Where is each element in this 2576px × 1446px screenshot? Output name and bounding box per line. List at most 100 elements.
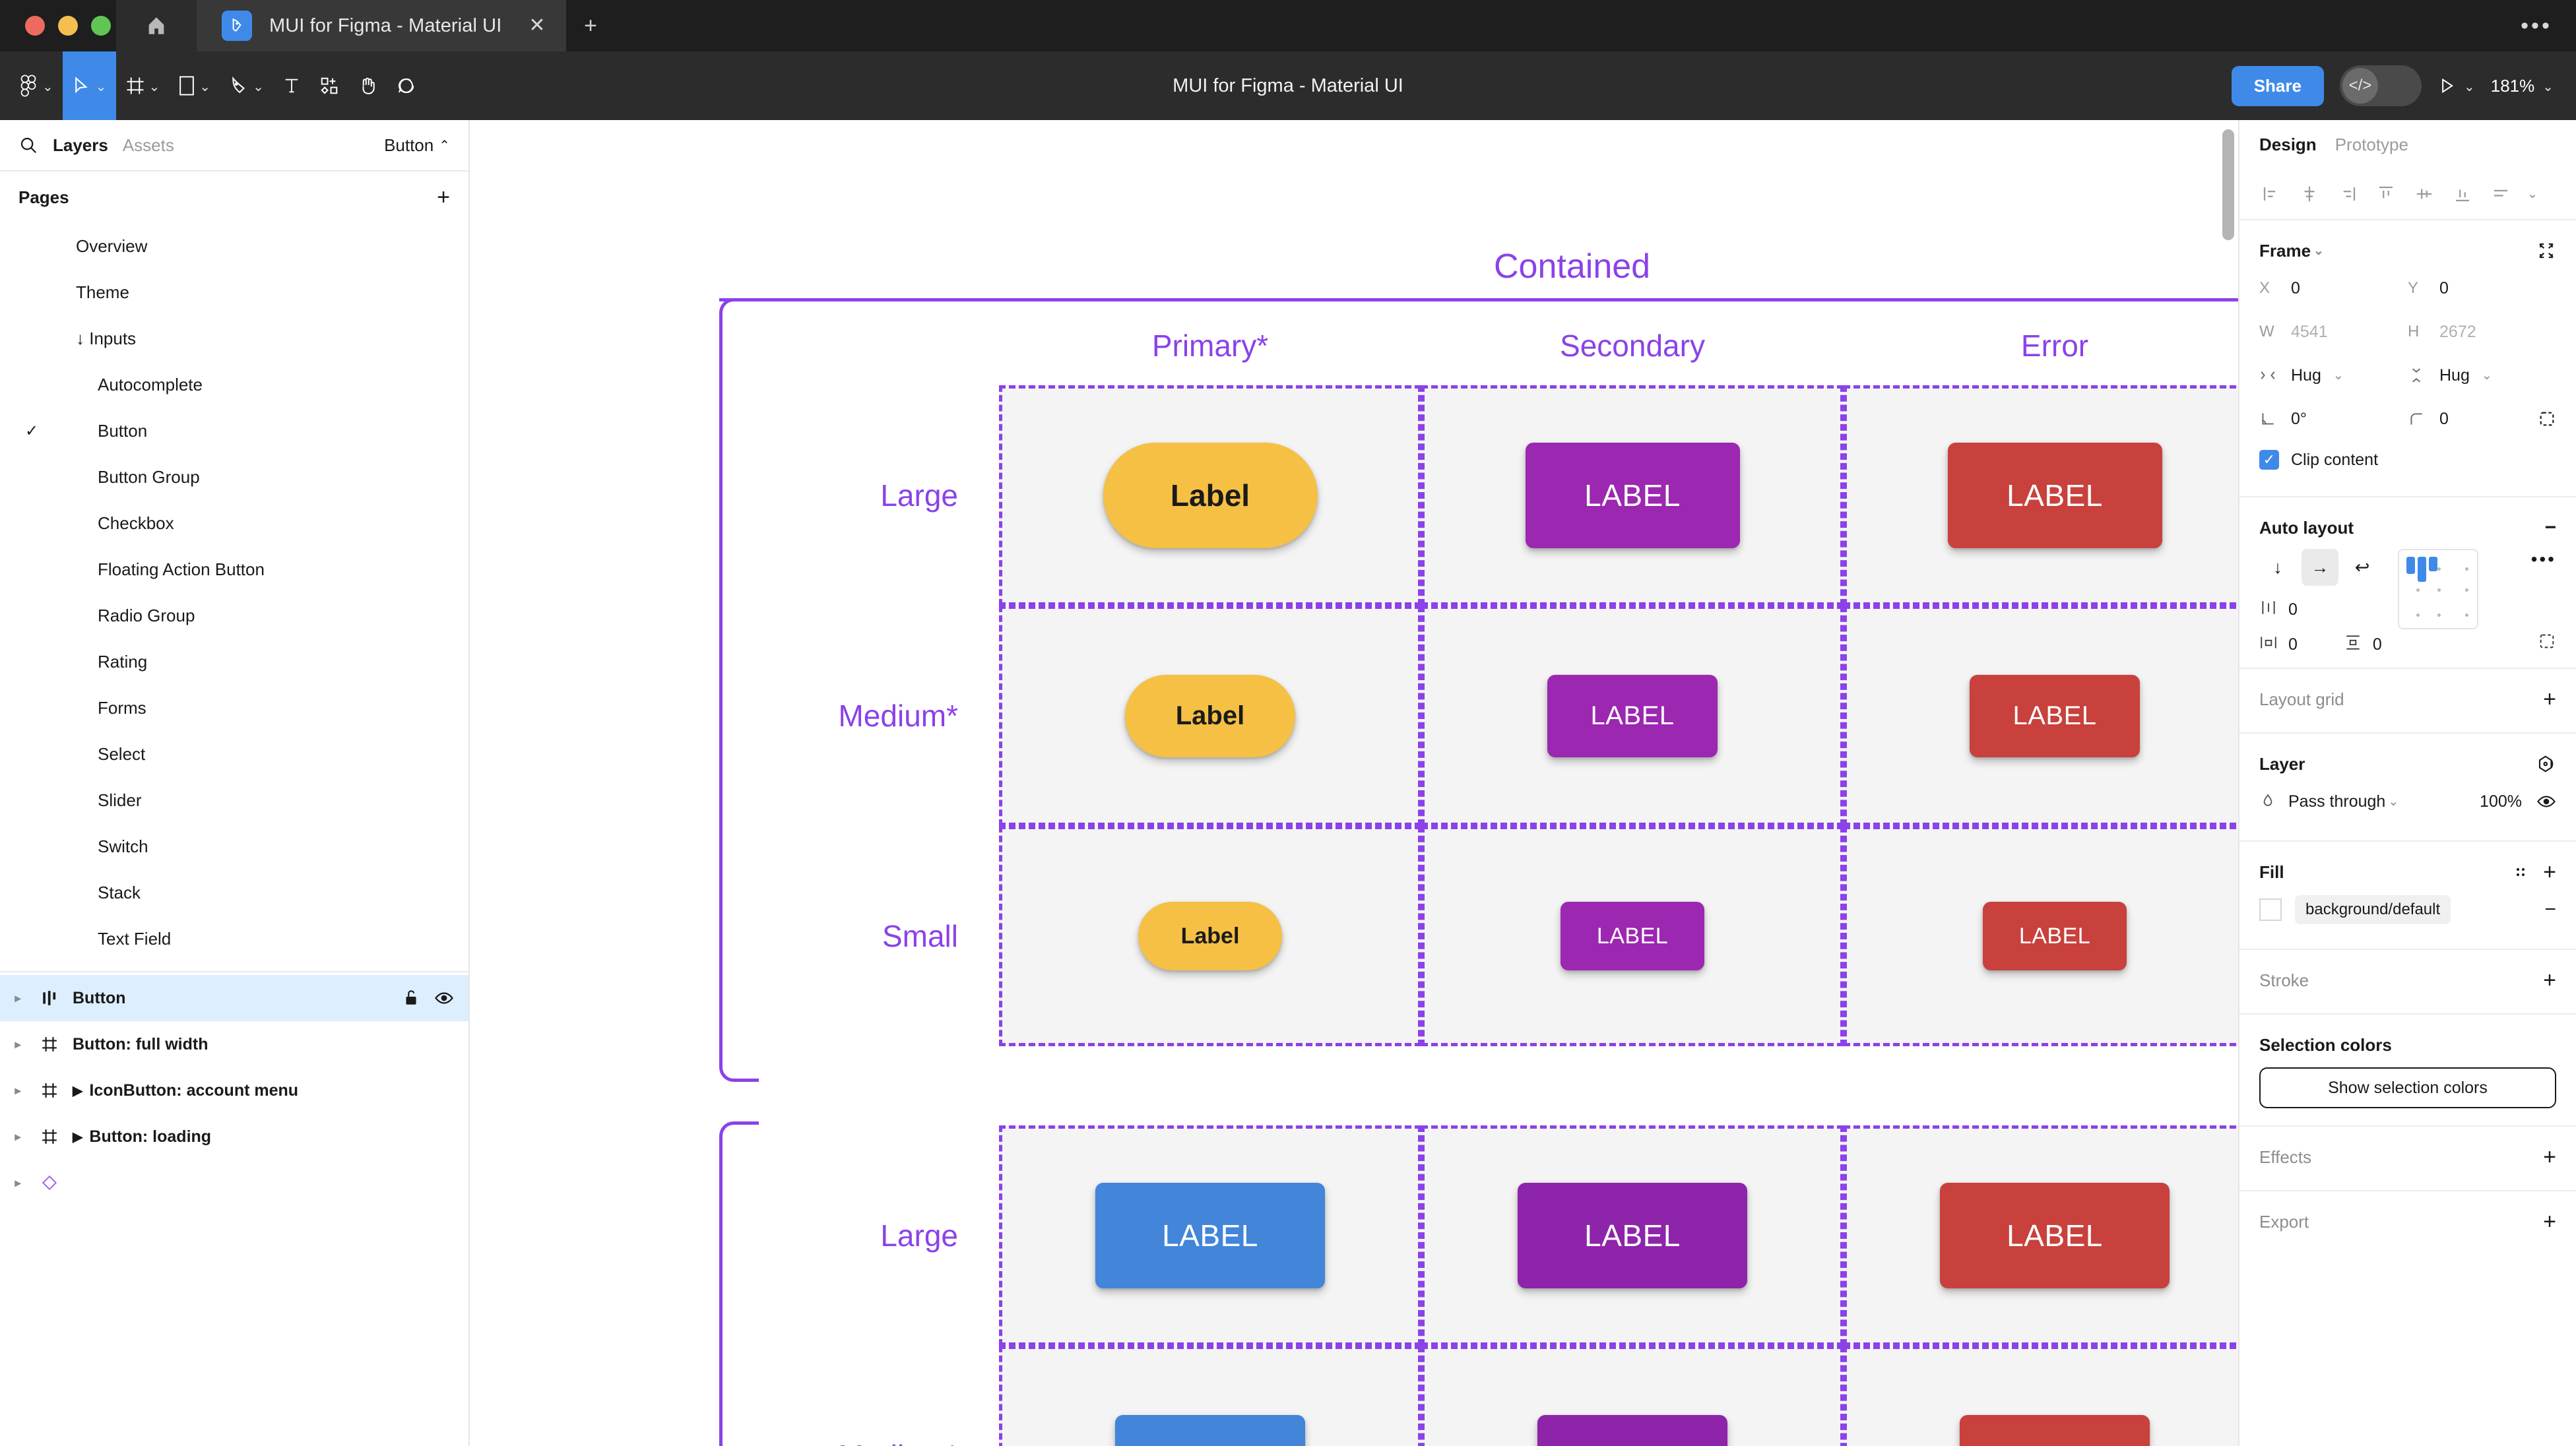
vertical-padding-field[interactable]: 0: [2344, 634, 2382, 656]
move-tool-button[interactable]: ⌄: [62, 51, 116, 120]
maximize-window-button[interactable]: [91, 16, 111, 36]
material-button[interactable]: LABEL: [1115, 1414, 1305, 1446]
independent-corners-icon[interactable]: [2538, 410, 2556, 428]
zoom-level-control[interactable]: 181% ⌄: [2491, 76, 2554, 96]
file-page-menu[interactable]: Button ⌃: [384, 135, 450, 155]
add-effect-button[interactable]: +: [2543, 1144, 2556, 1170]
tab-layers[interactable]: Layers: [53, 135, 108, 155]
material-button[interactable]: LABEL: [1561, 902, 1704, 970]
align-right-icon[interactable]: [2333, 179, 2362, 208]
page-item-checkbox[interactable]: Checkbox: [0, 500, 468, 546]
material-button[interactable]: LABEL: [1537, 1414, 1727, 1446]
page-item-switch[interactable]: Switch: [0, 823, 468, 869]
page-item-inputs[interactable]: ↓ Inputs: [0, 315, 468, 362]
auto-layout-advanced-icon[interactable]: [2538, 632, 2556, 650]
auto-layout-alignment-picker[interactable]: [2397, 549, 2478, 629]
clip-content-checkbox[interactable]: ✓: [2259, 450, 2279, 470]
material-button[interactable]: LABEL: [1983, 902, 2127, 970]
remove-fill-button[interactable]: −: [2544, 898, 2556, 920]
frame-tool-button[interactable]: ⌄: [116, 51, 170, 120]
distribute-menu-icon[interactable]: [2486, 179, 2515, 208]
corner-radius-field[interactable]: 0: [2408, 410, 2556, 429]
search-icon[interactable]: [18, 135, 38, 155]
collapse-frame-icon[interactable]: [2536, 241, 2556, 261]
material-button[interactable]: LABEL: [1525, 443, 1740, 548]
disclosure-triangle-icon[interactable]: ▸: [15, 1037, 21, 1051]
blend-mode-value[interactable]: Pass through: [2288, 792, 2386, 811]
show-selection-colors-button[interactable]: Show selection colors: [2259, 1067, 2556, 1108]
pen-tool-button[interactable]: ⌄: [220, 51, 273, 120]
clip-content-row[interactable]: ✓ Clip content: [2259, 441, 2556, 479]
chevron-down-icon[interactable]: ⌄: [2313, 243, 2324, 258]
material-button[interactable]: Label: [1103, 443, 1318, 548]
align-vertical-center-icon[interactable]: [2410, 179, 2439, 208]
fill-styles-icon[interactable]: [2513, 864, 2528, 880]
hand-tool-button[interactable]: [348, 51, 387, 120]
visibility-eye-icon[interactable]: [2536, 792, 2556, 811]
align-bottom-icon[interactable]: [2448, 179, 2477, 208]
vertical-resize-field[interactable]: Hug ⌄: [2408, 366, 2556, 385]
lock-icon[interactable]: [402, 989, 420, 1007]
y-field[interactable]: Y 0: [2408, 279, 2556, 298]
chevron-down-icon[interactable]: ⌄: [2333, 368, 2344, 383]
shape-tool-button[interactable]: ⌄: [169, 51, 220, 120]
minimize-window-button[interactable]: [58, 16, 78, 36]
dev-mode-toggle[interactable]: </>: [2339, 65, 2422, 106]
page-item-select[interactable]: Select: [0, 731, 468, 777]
page-item-slider[interactable]: Slider: [0, 777, 468, 823]
add-stroke-button[interactable]: +: [2543, 967, 2556, 993]
layer-row[interactable]: ▸▶Button: loading: [0, 1114, 468, 1160]
align-horizontal-center-icon[interactable]: [2295, 179, 2324, 208]
disclosure-triangle-icon[interactable]: ▸: [15, 1129, 21, 1143]
align-top-icon[interactable]: [2371, 179, 2400, 208]
gap-field[interactable]: 0: [2259, 599, 2382, 621]
material-button[interactable]: LABEL: [1947, 443, 2162, 548]
share-button[interactable]: Share: [2231, 65, 2324, 106]
page-item-button[interactable]: ✓Button: [0, 408, 468, 454]
close-tab-button[interactable]: ✕: [529, 15, 546, 36]
tab-assets[interactable]: Assets: [122, 135, 174, 155]
home-button[interactable]: [116, 0, 197, 51]
actions-tool-button[interactable]: [310, 51, 348, 120]
page-item-rating[interactable]: Rating: [0, 639, 468, 685]
material-button[interactable]: LABEL: [1960, 1414, 2150, 1446]
material-button[interactable]: LABEL: [1940, 1183, 2170, 1288]
layer-row[interactable]: ▸▶IconButton: account menu: [0, 1067, 468, 1114]
layer-row[interactable]: ▸Button: [0, 975, 468, 1021]
material-button[interactable]: Label: [1125, 674, 1295, 757]
chevron-down-icon[interactable]: ⌄: [2527, 187, 2538, 201]
chevron-down-icon[interactable]: ⌄: [2481, 368, 2492, 383]
figma-menu-button[interactable]: ⌄: [9, 51, 63, 120]
horizontal-resize-field[interactable]: Hug ⌄: [2259, 366, 2408, 385]
chevron-down-icon[interactable]: ⌄: [2388, 794, 2399, 809]
page-item-floating-action-button[interactable]: Floating Action Button: [0, 546, 468, 592]
page-item-forms[interactable]: Forms: [0, 685, 468, 731]
add-layout-grid-button[interactable]: +: [2543, 686, 2556, 712]
page-item-button-group[interactable]: Button Group: [0, 454, 468, 500]
comment-tool-button[interactable]: [387, 51, 425, 120]
layer-styles-icon[interactable]: [2536, 754, 2556, 774]
layer-row[interactable]: ▸: [0, 1160, 468, 1206]
canvas-vertical-scrollbar[interactable]: [2222, 129, 2234, 240]
auto-layout-more-button[interactable]: •••: [2530, 549, 2556, 569]
browser-tab[interactable]: MUI for Figma - Material UI ✕: [197, 0, 566, 51]
width-field[interactable]: W 4541: [2259, 323, 2408, 342]
page-item-text-field[interactable]: Text Field: [0, 916, 468, 962]
text-tool-button[interactable]: [273, 51, 310, 120]
page-item-autocomplete[interactable]: Autocomplete: [0, 362, 468, 408]
material-button[interactable]: Label: [1138, 902, 1282, 970]
direction-vertical-button[interactable]: ↓: [2273, 557, 2282, 577]
opacity-value[interactable]: 100%: [2480, 792, 2522, 811]
material-button[interactable]: LABEL: [1518, 1183, 1747, 1288]
horizontal-padding-field[interactable]: 0: [2259, 634, 2298, 656]
disclosure-triangle-icon[interactable]: ▸: [15, 991, 21, 1005]
fill-style-name[interactable]: background/default: [2295, 895, 2451, 924]
close-window-button[interactable]: [25, 16, 45, 36]
material-button[interactable]: LABEL: [1970, 674, 2140, 757]
material-button[interactable]: LABEL: [1547, 674, 1718, 757]
add-page-button[interactable]: +: [437, 184, 450, 210]
tab-design[interactable]: Design: [2259, 134, 2317, 154]
remove-auto-layout-button[interactable]: −: [2544, 517, 2556, 538]
present-button[interactable]: ⌄: [2437, 77, 2475, 95]
page-item-radio-group[interactable]: Radio Group: [0, 592, 468, 639]
